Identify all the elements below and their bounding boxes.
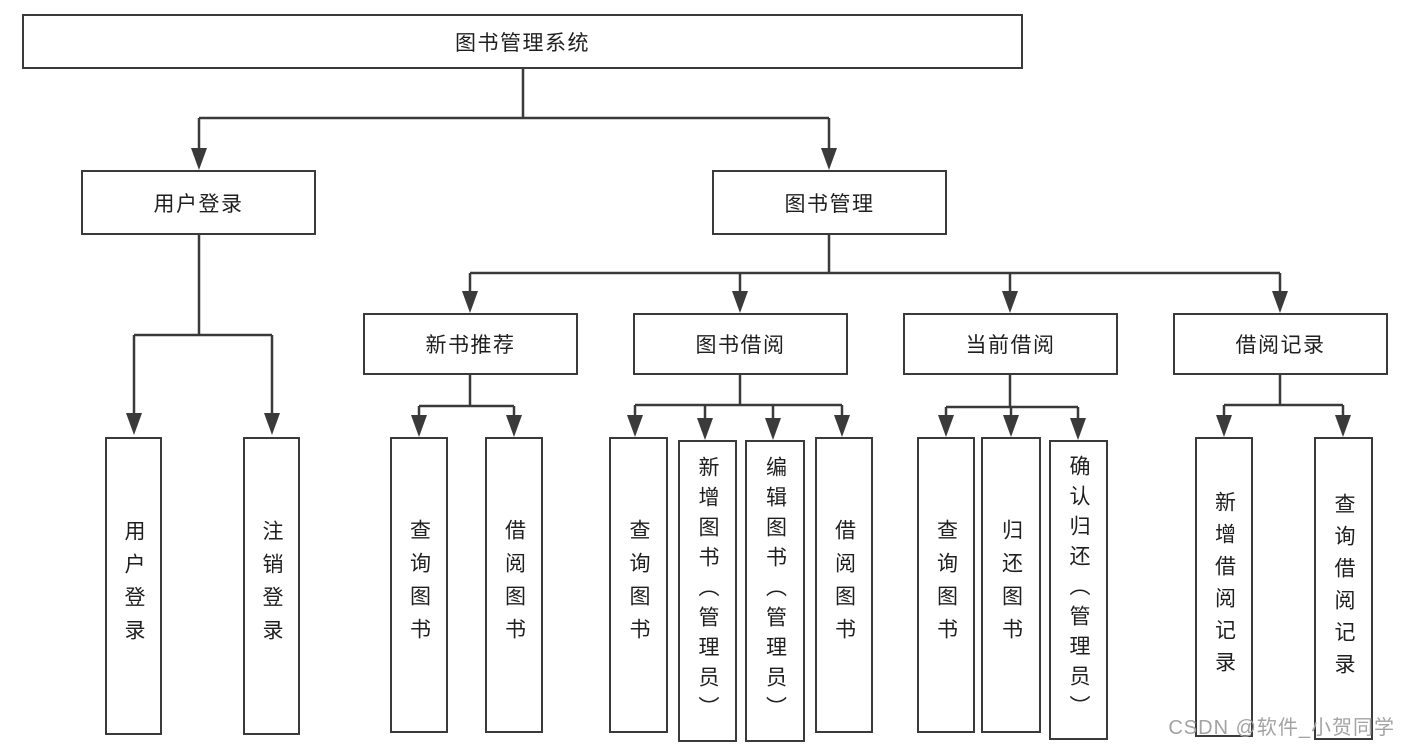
node-new-book-recommendation: 新书推荐 — [363, 313, 578, 375]
leaf-add-borrowing-record: 新增借阅记录 — [1195, 437, 1253, 737]
leaf-user-login: 用户登录 — [105, 437, 162, 735]
leaf-logout: 注销登录 — [243, 437, 300, 735]
leaf-query-books-borrowing: 查询图书 — [609, 437, 668, 733]
csdn-watermark: CSDN @软件_小贺同学 — [1168, 717, 1395, 739]
leaf-confirm-return-admin: 确认归还（管理员） — [1049, 440, 1108, 740]
leaf-edit-books-admin: 编辑图书（管理员） — [745, 440, 805, 742]
leaf-borrow-books-recommend: 借阅图书 — [485, 437, 543, 733]
node-book-borrowing: 图书借阅 — [633, 313, 848, 375]
node-borrowing-records: 借阅记录 — [1173, 313, 1388, 375]
node-library-management-system: 图书管理系统 — [22, 14, 1023, 69]
node-current-borrowing: 当前借阅 — [903, 313, 1118, 375]
leaf-query-borrowing-record: 查询借阅记录 — [1314, 437, 1373, 740]
node-book-management: 图书管理 — [712, 170, 947, 235]
leaf-return-books: 归还图书 — [981, 437, 1041, 733]
leaf-query-books-recommend: 查询图书 — [390, 437, 448, 733]
node-user-login: 用户登录 — [81, 170, 316, 235]
leaf-query-books-current: 查询图书 — [917, 437, 975, 733]
leaf-borrow-books: 借阅图书 — [815, 437, 873, 733]
leaf-add-books-admin: 新增图书（管理员） — [678, 440, 737, 742]
